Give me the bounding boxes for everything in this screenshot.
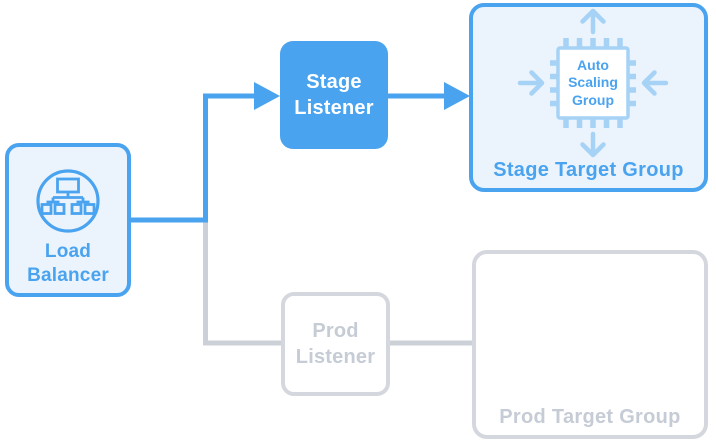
node-stage-listener: Stage Listener (280, 41, 388, 149)
edge-loadbalancer-stagelistener (130, 93, 257, 223)
arrowhead-stagetargetgroup (444, 82, 470, 110)
load-balancer-icon (36, 169, 100, 233)
node-stage-target-group: Auto Scaling Group Stage Target Group (469, 3, 708, 192)
prod-target-group-label: Prod Target Group (499, 406, 681, 428)
arrow-up-icon (580, 8, 606, 35)
load-balancer-label: Load Balancer (27, 241, 109, 286)
stage-listener-label: Stage Listener (294, 71, 374, 119)
arrow-left-icon (641, 70, 669, 96)
edge-loadbalancer-prodlistener (203, 220, 283, 346)
auto-scaling-group-widget: Auto Scaling Group (505, 3, 681, 163)
node-prod-listener: Prod Listener (281, 292, 390, 396)
node-prod-target-group: Prod Target Group (472, 250, 708, 439)
auto-scaling-group-label: Auto Scaling Group (568, 56, 618, 108)
cpu-chip-icon (517, 8, 669, 158)
prod-listener-label: Prod Listener (295, 320, 376, 368)
stage-target-group-label: Stage Target Group (493, 159, 684, 181)
arrow-down-icon (580, 131, 606, 158)
node-load-balancer: Load Balancer (5, 143, 131, 297)
arrow-right-icon (517, 70, 545, 96)
arrowhead-stagelistener (254, 82, 280, 110)
